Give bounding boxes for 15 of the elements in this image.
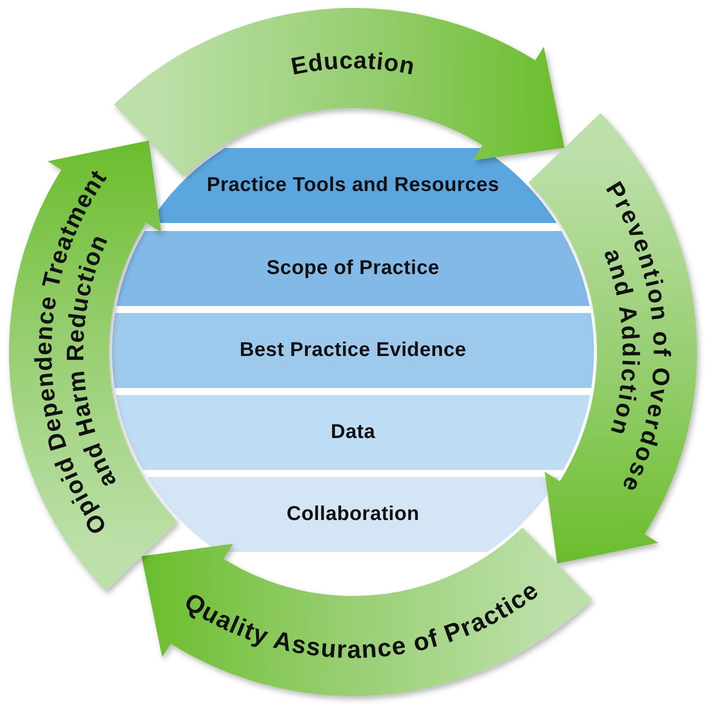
circle-band bbox=[115, 395, 591, 470]
band-label: Collaboration bbox=[286, 502, 420, 527]
circle-band bbox=[157, 148, 557, 223]
curved-arrow bbox=[9, 140, 178, 591]
curved-arrow bbox=[114, 8, 564, 176]
band-label: Data bbox=[330, 420, 376, 445]
band-label: Scope of Practice bbox=[266, 256, 440, 281]
curved-arrow bbox=[528, 113, 697, 564]
band-label: Best Practice Evidence bbox=[240, 338, 466, 363]
circle-band bbox=[112, 313, 594, 388]
curved-arrow bbox=[142, 528, 592, 696]
circle-band bbox=[116, 231, 590, 306]
circle-band bbox=[147, 477, 559, 552]
band-label: Practice Tools and Resources bbox=[206, 173, 500, 198]
arrow-label: Education bbox=[288, 47, 418, 81]
